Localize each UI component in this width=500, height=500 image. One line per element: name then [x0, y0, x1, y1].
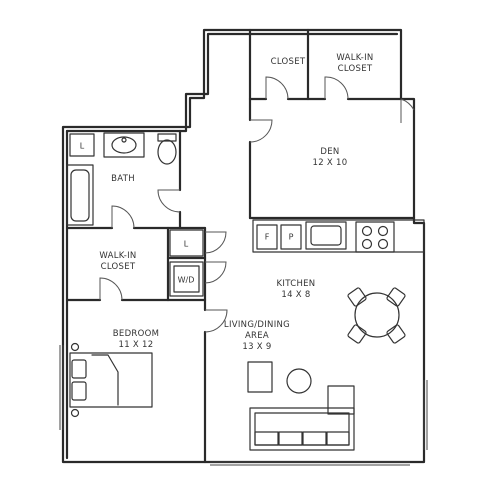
living-dims: 13 X 9 — [242, 342, 272, 352]
exterior-walls — [61, 28, 426, 464]
pillow — [71, 381, 87, 401]
den-name: DEN — [320, 147, 340, 157]
kitchen-dims: 14 X 8 — [281, 290, 311, 300]
laundry: L W/D — [169, 229, 204, 297]
bed — [69, 342, 153, 418]
bedroom-label: BEDROOM 11 X 12 — [101, 329, 171, 351]
nightstand — [70, 408, 80, 418]
closet-label: CLOSET — [262, 57, 314, 68]
living-dining-label: LIVING/DINING AREA 13 X 9 — [215, 320, 299, 353]
interior-walls — [65, 28, 416, 464]
bed-frame — [69, 352, 153, 408]
dining-table — [347, 287, 406, 344]
den-dims: 12 X 10 — [312, 158, 348, 168]
walk-in-closet-left-label: WALK-IN CLOSET — [88, 251, 148, 273]
den-label: DEN 12 X 10 — [300, 147, 360, 169]
vanity — [103, 132, 145, 158]
side-chair — [327, 385, 355, 415]
fridge — [256, 224, 278, 250]
kitchen-counter: F P — [252, 219, 425, 253]
living-name-line2: AREA — [244, 331, 270, 341]
bedroom-dims: 11 X 12 — [118, 340, 154, 350]
bath-label: BATH — [101, 174, 145, 185]
pantry-label: P — [289, 233, 294, 242]
kitchen-label: KITCHEN 14 X 8 — [266, 279, 326, 301]
washer-dryer — [169, 261, 204, 297]
toilet-tank — [157, 133, 177, 142]
armchair — [247, 361, 273, 393]
toilet-icon — [157, 139, 177, 165]
hall-linen-label: L — [184, 240, 189, 249]
bathtub — [66, 164, 94, 226]
bath-linen-label: L — [80, 142, 85, 151]
coffee-table — [286, 368, 312, 394]
walk-in-closet-top-label: WALK-IN CLOSET — [325, 53, 385, 75]
hall-linen-closet — [169, 229, 204, 257]
living-furniture — [247, 361, 355, 451]
bath-linen-closet — [69, 133, 95, 157]
stove-icon — [355, 221, 395, 253]
windows — [59, 345, 428, 466]
kitchen-sink-icon — [305, 221, 347, 250]
sink-icon — [111, 136, 137, 154]
washer-dryer-label: W/D — [178, 276, 195, 285]
pillow — [71, 359, 87, 379]
bath-name: BATH — [111, 174, 135, 184]
walk-in-closet-left-line2: CLOSET — [100, 262, 136, 272]
bedroom-name: BEDROOM — [112, 329, 160, 339]
closet-name: CLOSET — [270, 57, 306, 67]
kitchen-name: KITCHEN — [276, 279, 316, 289]
walk-in-closet-top-line1: WALK-IN — [336, 53, 374, 63]
fridge-label: F — [265, 233, 270, 242]
walk-in-closet-left-line1: WALK-IN — [99, 251, 137, 261]
walk-in-closet-top-line2: CLOSET — [337, 64, 373, 74]
bath-fixtures: L — [66, 132, 177, 226]
nightstand — [70, 342, 80, 352]
doors — [99, 76, 415, 333]
pantry — [280, 224, 302, 250]
living-name-line1: LIVING/DINING — [223, 320, 291, 330]
sofa — [249, 407, 355, 451]
